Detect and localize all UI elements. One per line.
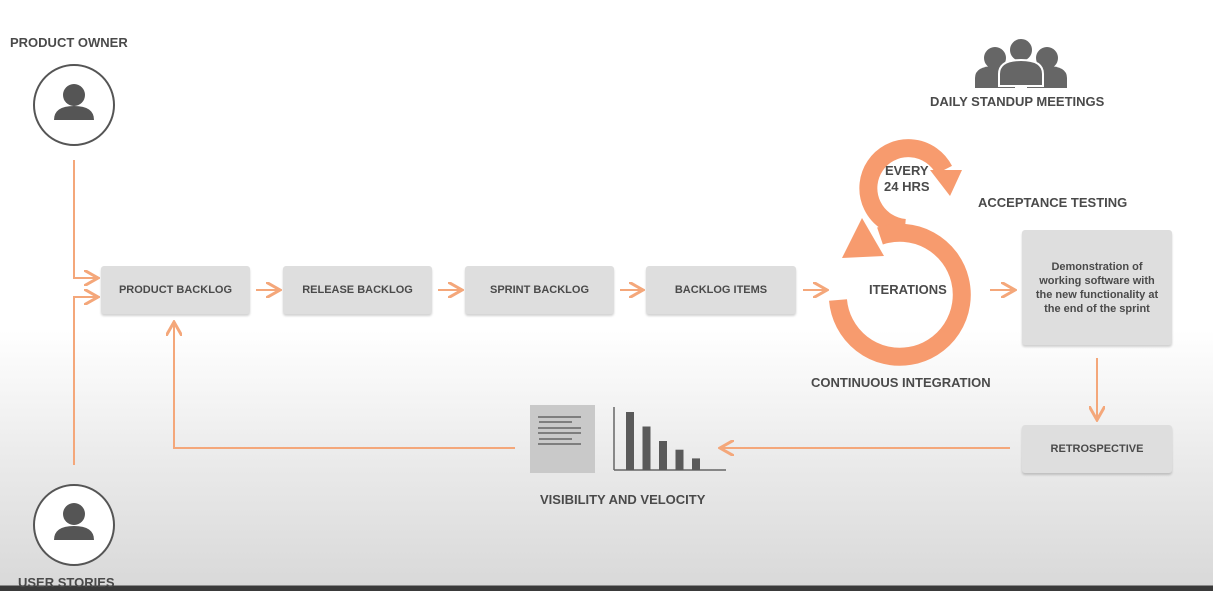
acceptance-testing-label: ACCEPTANCE TESTING: [978, 195, 1128, 210]
hrs-text: 24 HRS: [884, 179, 930, 194]
user-stories-icon: [33, 484, 115, 566]
iterations-label: ITERATIONS: [869, 282, 947, 297]
document-icon: [530, 405, 595, 473]
loop-arrowhead-large: [842, 218, 884, 258]
velocity-bar: [692, 458, 700, 470]
velocity-bar: [675, 449, 684, 470]
owner-connector: [73, 160, 96, 278]
stories-connector: [73, 297, 96, 465]
visibility-velocity-label: VISIBILITY AND VELOCITY: [540, 492, 706, 507]
release-backlog-box[interactable]: RELEASE BACKLOG: [283, 266, 432, 314]
velocity-chart: [613, 407, 726, 471]
velocity-bar: [642, 426, 651, 470]
continuous-integration-label: CONTINUOUS INTEGRATION: [811, 375, 991, 390]
product-backlog-box[interactable]: PRODUCT BACKLOG: [101, 266, 250, 314]
every-24hrs-label: EVERY 24 HRS: [884, 163, 930, 195]
product-owner-icon: [33, 64, 115, 146]
every-text: EVERY: [884, 163, 929, 178]
loop-arrowhead-small: [930, 170, 962, 196]
feedback-connector: [174, 324, 515, 449]
group-meeting-icon: [975, 37, 1067, 88]
sprint-backlog-box[interactable]: SPRINT BACKLOG: [465, 266, 614, 314]
iteration-loop-icon: [829, 139, 971, 366]
retrospective-box[interactable]: RETROSPECTIVE: [1022, 425, 1172, 473]
user-stories-label: USER STORIES: [18, 575, 115, 590]
velocity-bar: [659, 441, 667, 470]
backlog-items-box[interactable]: BACKLOG ITEMS: [646, 266, 796, 314]
product-owner-label: PRODUCT OWNER: [10, 35, 128, 50]
daily-standup-label: DAILY STANDUP MEETINGS: [930, 94, 1105, 109]
demonstration-box[interactable]: Demonstration of working software with t…: [1022, 230, 1172, 345]
velocity-bar: [626, 412, 634, 470]
